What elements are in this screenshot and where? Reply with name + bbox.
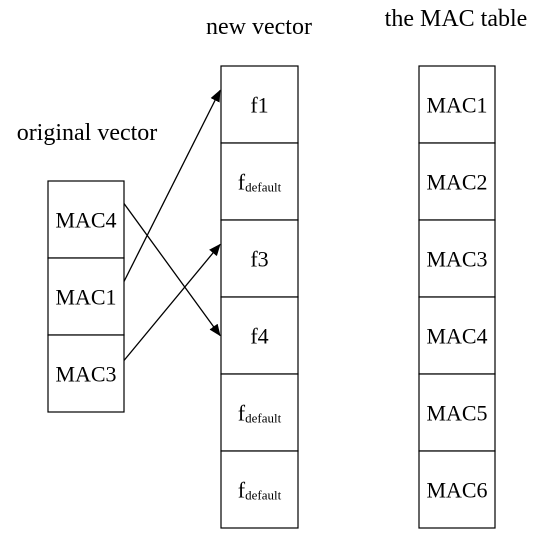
new-vector-title: new vector	[206, 14, 312, 40]
new-vector-label: f1	[250, 93, 268, 118]
new-vector-cell: fdefault	[220, 142, 299, 221]
original-vector-title: original vector	[17, 120, 158, 146]
mapping-arrows	[123, 89, 221, 361]
new-vector-label-subscript: default	[245, 488, 281, 503]
mac-table-cell: MAC6	[418, 450, 496, 529]
mac-table-box	[418, 142, 496, 221]
new-vector-label-base: f4	[250, 324, 268, 349]
new-vector-cell: f1	[220, 65, 299, 144]
original-vector-box	[47, 334, 125, 413]
original-vector-label: MAC1	[55, 285, 116, 310]
mac-table-label: MAC3	[426, 247, 487, 272]
mac-table-box	[418, 296, 496, 375]
original-vector-box	[47, 180, 125, 259]
original-vector-cell: MAC4	[47, 180, 125, 259]
new-vector-box	[220, 65, 299, 144]
new-vector-label: f4	[250, 324, 268, 349]
new-vector-cell: fdefault	[220, 373, 299, 452]
mac-table-label: MAC4	[426, 324, 487, 349]
original-vector-cell: MAC1	[47, 257, 125, 336]
mac-table-label: MAC2	[426, 170, 487, 195]
mac-table-cell: MAC1	[418, 65, 496, 144]
new-vector-label-base: f1	[250, 93, 268, 118]
mapping-arrow	[123, 203, 221, 337]
new-vector-label-base: f	[238, 401, 246, 426]
new-vector-cell: fdefault	[220, 450, 299, 529]
new-vector-label-base: f3	[250, 247, 268, 272]
mac-table-box	[418, 65, 496, 144]
new-vector-box	[220, 219, 299, 298]
mac-table-cell: MAC4	[418, 296, 496, 375]
original-vector-cell: MAC3	[47, 334, 125, 413]
mac-table-box	[418, 219, 496, 298]
original-vector-label: MAC4	[55, 208, 116, 233]
new-vector-label-subscript: default	[245, 180, 281, 195]
mac-table-label: MAC6	[426, 478, 487, 503]
mac-table-title: the MAC table	[385, 6, 528, 32]
mac-table-label: MAC1	[426, 93, 487, 118]
new-vector-label: fdefault	[238, 170, 282, 195]
new-vector-label-base: f	[238, 170, 246, 195]
new-vector-label: fdefault	[238, 401, 282, 426]
mac-table-cell: MAC2	[418, 142, 496, 221]
original-vector-box	[47, 257, 125, 336]
mac-table-cell: MAC3	[418, 219, 496, 298]
mac-table-box	[418, 373, 496, 452]
new-vector-cell: f3	[220, 219, 299, 298]
new-vector-label: f3	[250, 247, 268, 272]
new-vector-label-base: f	[238, 478, 246, 503]
original-vector-label: MAC3	[55, 362, 116, 387]
new-vector-box	[220, 296, 299, 375]
mapping-arrow	[123, 243, 221, 361]
new-vector-cell: f4	[220, 296, 299, 375]
new-vector-box	[220, 450, 299, 529]
new-vector-label-subscript: default	[245, 411, 281, 426]
mapping-arrow	[123, 89, 221, 282]
mac-table-box	[418, 450, 496, 529]
mac-table-cell: MAC5	[418, 373, 496, 452]
new-vector-label: fdefault	[238, 478, 282, 503]
mac-table-label: MAC5	[426, 401, 487, 426]
